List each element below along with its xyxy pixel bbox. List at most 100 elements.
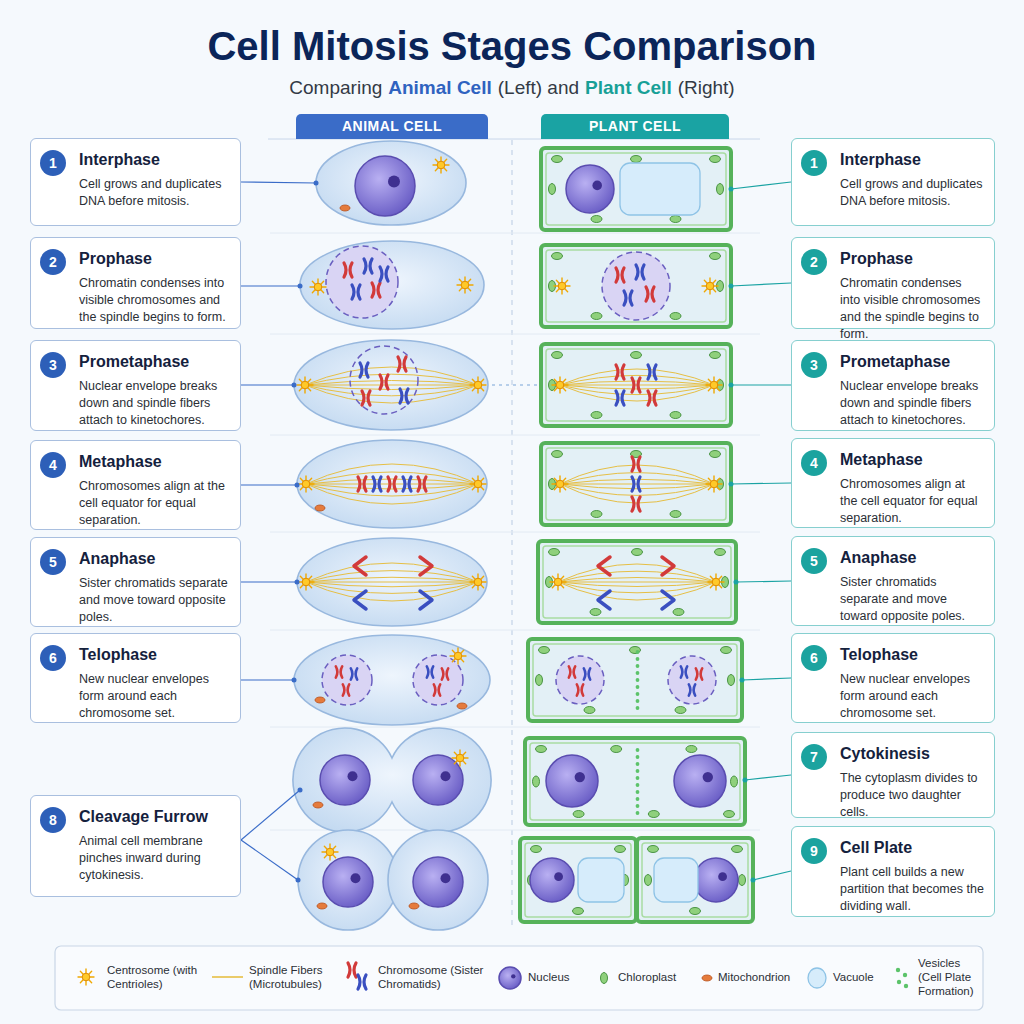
centrosome-ray [709, 278, 710, 282]
background-layer [268, 139, 760, 930]
header-text: PLANT CELL [541, 114, 729, 139]
vesicle-dot [636, 811, 640, 815]
chloroplast-symbol [710, 451, 721, 458]
chromosome-symbol [632, 497, 640, 511]
number-circle-fill [40, 807, 66, 833]
centriole [712, 578, 720, 586]
callout-number-text: 5 [801, 548, 827, 574]
centrosome-ray [310, 286, 314, 287]
centrosome-ray [472, 379, 475, 382]
centrosome-ray [563, 478, 566, 481]
number-circle [40, 249, 66, 275]
nucleolus [388, 176, 400, 188]
leader-line [241, 840, 298, 880]
number-circle [40, 807, 66, 833]
stage-description: Cell grows and duplicates DNA before mit… [79, 176, 230, 210]
centrosome-ray [482, 483, 486, 484]
stage-callout: TelophaseNew nuclear envelopes form arou… [791, 633, 995, 723]
vesicle-dot [636, 685, 640, 689]
centrosome-ray [468, 279, 471, 282]
nuclear-envelope [322, 655, 372, 705]
centrosome-symbol [297, 377, 313, 393]
centrosome-ray [464, 289, 465, 293]
spindle-fiber [558, 571, 716, 582]
centrosome-ray [463, 752, 466, 755]
chromatid-symbol [598, 591, 610, 609]
callout-number: 8 [40, 807, 66, 833]
chromosome-symbol [403, 477, 411, 491]
centrosome-symbol [298, 574, 314, 590]
chloroplast-symbol [670, 511, 681, 518]
number-circle [801, 150, 827, 176]
centrosome-ray [481, 576, 484, 579]
stage-description: Chromatin condenses into visible chromos… [79, 275, 230, 326]
stage-callout: MetaphaseChromosomes align at the cell e… [30, 440, 241, 530]
nucleus-symbol [546, 755, 598, 807]
plant-cell-membrane [546, 153, 726, 225]
row-separator [270, 630, 760, 631]
centrosome-ray [713, 476, 714, 480]
stage-heading: Telophase [79, 644, 230, 666]
legend-text: Vesicles (Cell Plate Formation) [918, 957, 980, 998]
centrosome-ray [435, 159, 438, 162]
leader-dot [734, 580, 739, 585]
centrosome-symbol [450, 648, 466, 664]
mitochondrion-symbol [457, 703, 467, 709]
chromosome-symbol [360, 363, 368, 377]
chromosome-symbol [400, 389, 408, 403]
callout-number: 1 [801, 150, 827, 176]
number-circle-fill [801, 352, 827, 378]
centrosome-ray [89, 971, 92, 974]
centrosome-ray [312, 290, 315, 293]
vacuole-symbol [620, 163, 700, 215]
centrosome-ray [552, 384, 556, 385]
vesicle-dot [903, 973, 907, 977]
chloroplast-symbol [724, 811, 735, 818]
stage-description: Chromosomes align at the cell equator fo… [79, 478, 230, 529]
spindle-fiber [305, 385, 478, 386]
animal-cell [298, 830, 398, 930]
centrosome-symbol [470, 476, 486, 492]
centrosome-ray [464, 277, 465, 281]
stage-callout: Cleavage FurrowAnimal cell membrane pinc… [30, 795, 241, 897]
centrosome-ray [720, 581, 724, 582]
centrosome-ray [329, 856, 330, 860]
centrosome-symbol [310, 279, 326, 295]
centrosome-ray [459, 762, 460, 766]
spindle-fiber [305, 381, 478, 386]
centriole [82, 973, 90, 981]
plant-cell-membrane [543, 546, 731, 618]
centrosome-ray [718, 483, 722, 484]
nucleus-symbol [320, 755, 370, 805]
callout-number-text: 3 [801, 352, 827, 378]
number-circle [801, 838, 827, 864]
stage-description: Nuclear envelope breaks down and spindle… [79, 378, 230, 429]
stage-heading: Prometaphase [840, 351, 984, 373]
centrosome-ray [309, 585, 312, 588]
vesicle-dot [636, 790, 640, 794]
centriole [301, 381, 309, 389]
centrosome-ray [472, 576, 475, 579]
centrosome-ray [459, 279, 462, 282]
nucleolus [348, 771, 358, 781]
centriole [437, 161, 445, 169]
centrosome-ray [559, 488, 560, 492]
centrosome-ray [552, 483, 556, 484]
animal-cell [300, 241, 484, 329]
chromosome-symbol [681, 666, 687, 677]
centrosome-ray [477, 389, 478, 393]
nucleolus [718, 872, 727, 881]
centriole [326, 848, 334, 856]
centrosome-ray [550, 581, 554, 582]
header-rule [268, 139, 760, 140]
leader-dot [298, 788, 303, 793]
centrosome-ray [554, 487, 557, 490]
number-circle [801, 744, 827, 770]
centrosome-symbol [552, 476, 568, 492]
nucleolus [575, 772, 585, 782]
leader-line [745, 775, 791, 780]
nucleolus [592, 181, 602, 191]
chromosome-symbol [577, 684, 583, 695]
nucleus-symbol [674, 755, 726, 807]
centrosome-ray [450, 655, 454, 656]
